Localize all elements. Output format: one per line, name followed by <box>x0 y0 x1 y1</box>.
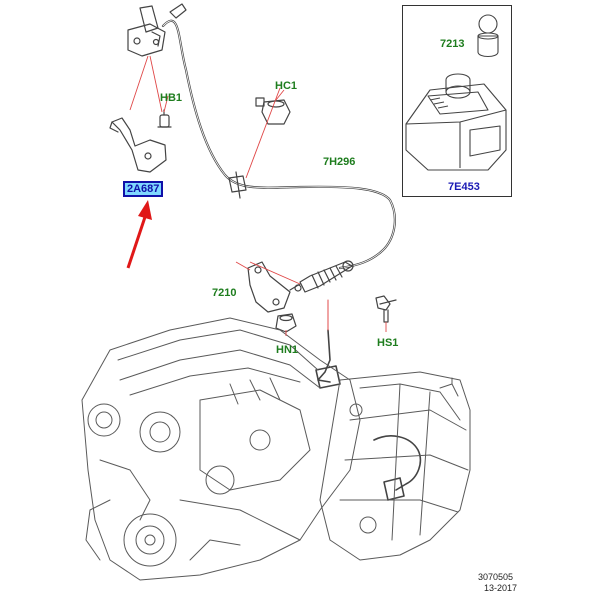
shifter-inset-frame <box>402 5 512 197</box>
callout-hb1: HB1 <box>160 92 183 104</box>
callout-7h296: 7H296 <box>323 156 356 168</box>
hs1-bolt <box>375 295 397 323</box>
transmission-assembly <box>319 371 471 561</box>
red-pointer-arrow <box>126 200 152 269</box>
callout-7e453: 7E453 <box>448 181 480 193</box>
diagram-date: 13-2017 <box>484 583 518 593</box>
callout-7210: 7210 <box>212 287 237 299</box>
engine-assembly <box>81 317 361 581</box>
selector-cable-line <box>161 19 396 270</box>
diagram-code: 3070505 <box>478 572 514 582</box>
callout-7213: 7213 <box>440 38 465 50</box>
leader-lines <box>129 55 387 336</box>
callout-hc1: HC1 <box>275 80 298 92</box>
callout-2a687-highlighted: 2A687 <box>123 181 164 197</box>
hb1-fastener <box>157 109 172 128</box>
hc1-grommet <box>255 97 291 125</box>
upper-bracket <box>127 5 166 57</box>
hn1-nut <box>275 313 297 333</box>
cable-adjuster <box>289 260 354 293</box>
callout-hn1: HN1 <box>276 344 299 356</box>
harness <box>315 329 422 501</box>
mounting-bracket <box>109 117 167 173</box>
lever-bracket <box>247 261 291 313</box>
callout-hs1: HS1 <box>377 337 399 349</box>
cable-clip <box>228 171 247 199</box>
